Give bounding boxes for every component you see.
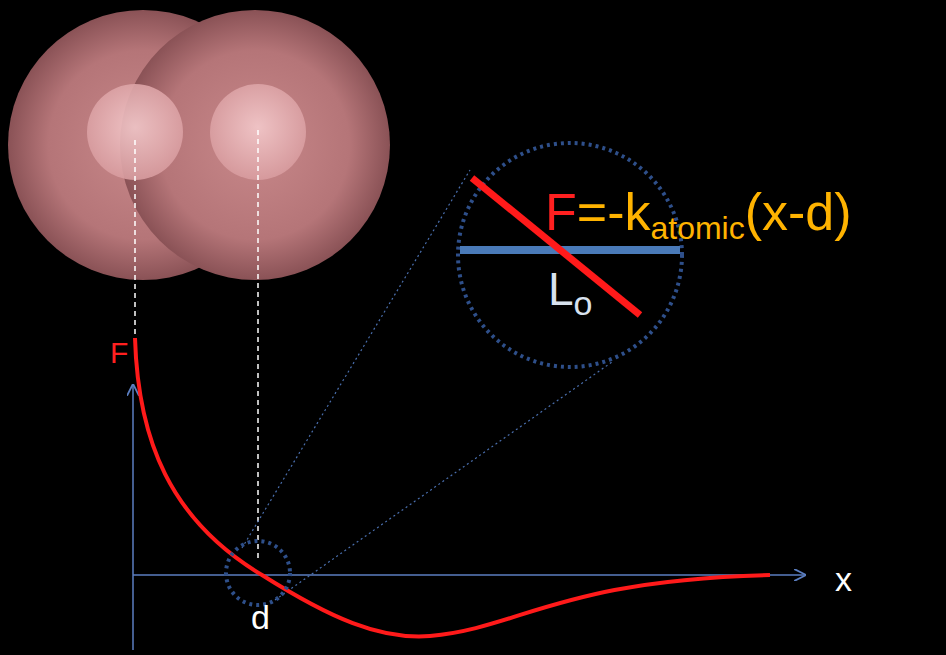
x-axis bbox=[133, 574, 805, 576]
rest-length-subscript: o bbox=[574, 286, 593, 320]
text-row: F=-katomic(x-d) bbox=[545, 186, 852, 244]
center-guide bbox=[257, 130, 259, 560]
axis-label: d bbox=[251, 600, 270, 634]
rest-length-symbol: L bbox=[548, 266, 574, 312]
axis-label: x bbox=[835, 562, 852, 596]
zoom-circle bbox=[458, 143, 682, 367]
zoom-leader bbox=[275, 362, 612, 600]
text-row: Lo bbox=[548, 266, 593, 320]
zoom-leader bbox=[242, 170, 470, 548]
equation-force: F bbox=[545, 186, 577, 238]
f-axis bbox=[132, 385, 134, 650]
atom-pair bbox=[8, 10, 390, 280]
atom-core bbox=[87, 84, 183, 180]
equation-subscript: atomic bbox=[650, 212, 744, 244]
rest-length-line bbox=[460, 246, 680, 254]
axis-label: F bbox=[110, 338, 128, 368]
equation-term: =-k bbox=[577, 186, 651, 238]
zoom-spot bbox=[226, 541, 290, 605]
center-guide bbox=[134, 140, 136, 335]
equation-term: (x-d) bbox=[745, 186, 852, 238]
force-curve bbox=[135, 338, 770, 636]
